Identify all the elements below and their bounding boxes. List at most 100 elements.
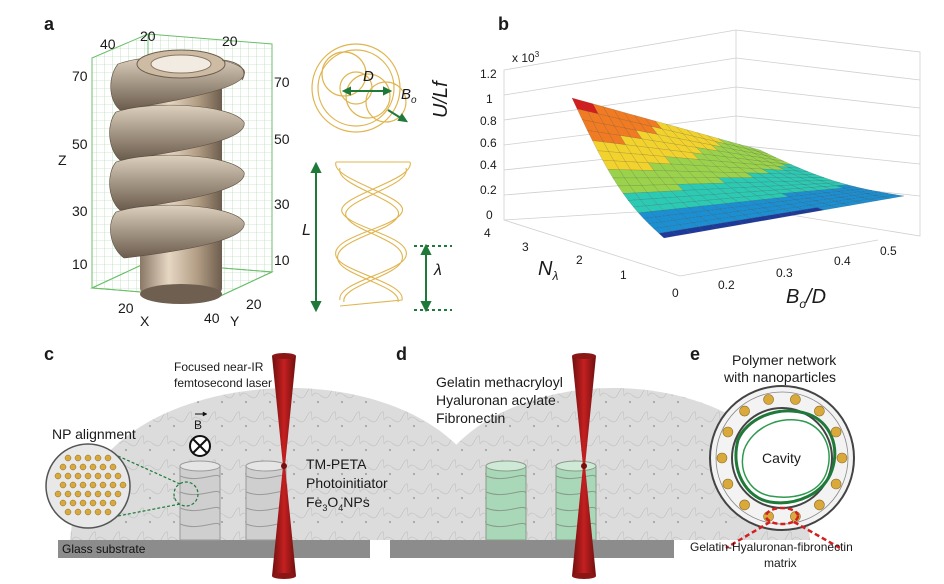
nanoparticle xyxy=(104,490,112,498)
nanoparticle xyxy=(74,508,82,516)
n-tick-1: 4 xyxy=(484,226,491,240)
nanoparticle xyxy=(84,508,92,516)
z-tick-5: 0.4 xyxy=(480,158,497,172)
panel-a-label: a xyxy=(44,14,55,34)
nanoparticle xyxy=(84,454,92,462)
tick-left-z-3: 30 xyxy=(72,203,88,219)
laser-beam-d xyxy=(572,353,596,579)
nanoparticle xyxy=(109,499,117,507)
tick-back-top-right: 20 xyxy=(222,33,238,49)
ring-nanoparticle xyxy=(763,394,774,405)
laser-text-1: Focused near-IR xyxy=(174,360,264,374)
material-d-2: Hyaluronan acylate xyxy=(436,392,556,408)
tick-back-top-left: 40 xyxy=(100,36,116,52)
matrix-label-2: matrix xyxy=(764,556,797,570)
nanoparticle xyxy=(74,472,82,480)
tick-right-z-4: 10 xyxy=(274,252,290,268)
laser-text-2: femtosecond laser xyxy=(174,376,273,390)
schematic-arrows xyxy=(341,86,409,123)
helix-structures-d xyxy=(485,460,597,541)
b-tick-1: 0.2 xyxy=(718,278,735,292)
nanoparticle xyxy=(69,481,77,489)
nanoparticle xyxy=(59,481,67,489)
z-tick-2: 1 xyxy=(486,92,493,106)
panel-e-label: e xyxy=(690,344,701,364)
label-diameter: D xyxy=(363,68,374,85)
axis-name-z: Z xyxy=(58,152,67,168)
nanoparticle xyxy=(89,499,97,507)
axis-name-x: X xyxy=(140,313,150,329)
nanoparticle xyxy=(74,454,82,462)
tick-bottom-right: 20 xyxy=(246,296,262,312)
material-d-1: Gelatin methacryloyl xyxy=(436,374,563,390)
ring-nanoparticle xyxy=(814,499,825,511)
b-field-label: B xyxy=(194,418,203,432)
label-lambda: λ xyxy=(434,262,442,279)
glass-substrate-d xyxy=(390,540,674,558)
nanoparticle xyxy=(94,490,102,498)
nanoparticle xyxy=(64,472,72,480)
n-tick-4: 1 xyxy=(620,268,627,282)
tick-right-z-3: 30 xyxy=(274,196,290,212)
tick-bottom-right2: 40 xyxy=(204,310,220,326)
z-scale-label: x 103 xyxy=(512,50,540,65)
tick-right-z-1: 70 xyxy=(274,74,290,90)
nanoparticle xyxy=(69,463,77,471)
e-title-1: Polymer network xyxy=(732,352,837,368)
nanoparticle xyxy=(84,472,92,480)
cross-section xyxy=(709,385,855,531)
nanoparticle xyxy=(109,481,117,489)
surface-mesh xyxy=(571,97,905,239)
nanoparticle xyxy=(64,490,72,498)
n-tick-3: 2 xyxy=(576,253,583,267)
material-c-3: Fe3O4NPs xyxy=(306,494,370,513)
nanoparticle xyxy=(104,508,112,516)
panel-c-label: c xyxy=(44,344,55,364)
nanoparticle xyxy=(114,490,122,498)
tick-right-z-2: 50 xyxy=(274,131,290,147)
nanoparticle xyxy=(109,463,117,471)
schematic-top-view xyxy=(311,43,407,133)
nanoparticle xyxy=(64,454,72,462)
label-bo: Bo xyxy=(401,86,417,106)
nanoparticle xyxy=(54,472,62,480)
z-tick-6: 0.2 xyxy=(480,183,497,197)
z-tick-7: 0 xyxy=(486,208,493,222)
nanoparticle xyxy=(89,463,97,471)
nanoparticle xyxy=(54,490,62,498)
b-tick-2: 0.3 xyxy=(776,266,793,280)
z-tick-3: 0.8 xyxy=(480,114,497,128)
np-alignment-label: NP alignment xyxy=(52,426,136,442)
ring-nanoparticle xyxy=(722,478,734,490)
nanoparticle xyxy=(59,499,67,507)
helix-tube xyxy=(109,49,245,304)
nanoparticle xyxy=(69,499,77,507)
length-arrows xyxy=(310,161,452,313)
z-tick-4: 0.6 xyxy=(480,136,497,150)
matrix-label-1: Gelatin-Hyaluronan-fibronectin xyxy=(690,540,853,554)
glass-substrate-label: Glass substrate xyxy=(62,542,146,556)
nanoparticle xyxy=(94,508,102,516)
schematic-side-view xyxy=(335,161,411,307)
material-d-3: Fibronectin xyxy=(436,410,506,426)
nanoparticle xyxy=(89,481,97,489)
n-axis-label: Nλ xyxy=(538,258,559,283)
ring-nanoparticle xyxy=(739,405,750,417)
surface-cell xyxy=(882,194,905,199)
nanoparticle xyxy=(99,499,107,507)
ring-nanoparticle xyxy=(830,426,842,438)
nanoparticle xyxy=(79,499,87,507)
z-tick-1: 1.2 xyxy=(480,67,497,81)
nanoparticle xyxy=(79,481,87,489)
nanoparticle xyxy=(99,481,107,489)
b-axis-label: Bo/D xyxy=(786,286,827,311)
b-tick-3: 0.4 xyxy=(834,254,851,268)
nanoparticle xyxy=(104,472,112,480)
tick-bottom-left: 20 xyxy=(118,300,134,316)
np-zoom xyxy=(45,443,199,529)
tick-left-z-2: 50 xyxy=(72,136,88,152)
n-tick-2: 3 xyxy=(522,240,529,254)
